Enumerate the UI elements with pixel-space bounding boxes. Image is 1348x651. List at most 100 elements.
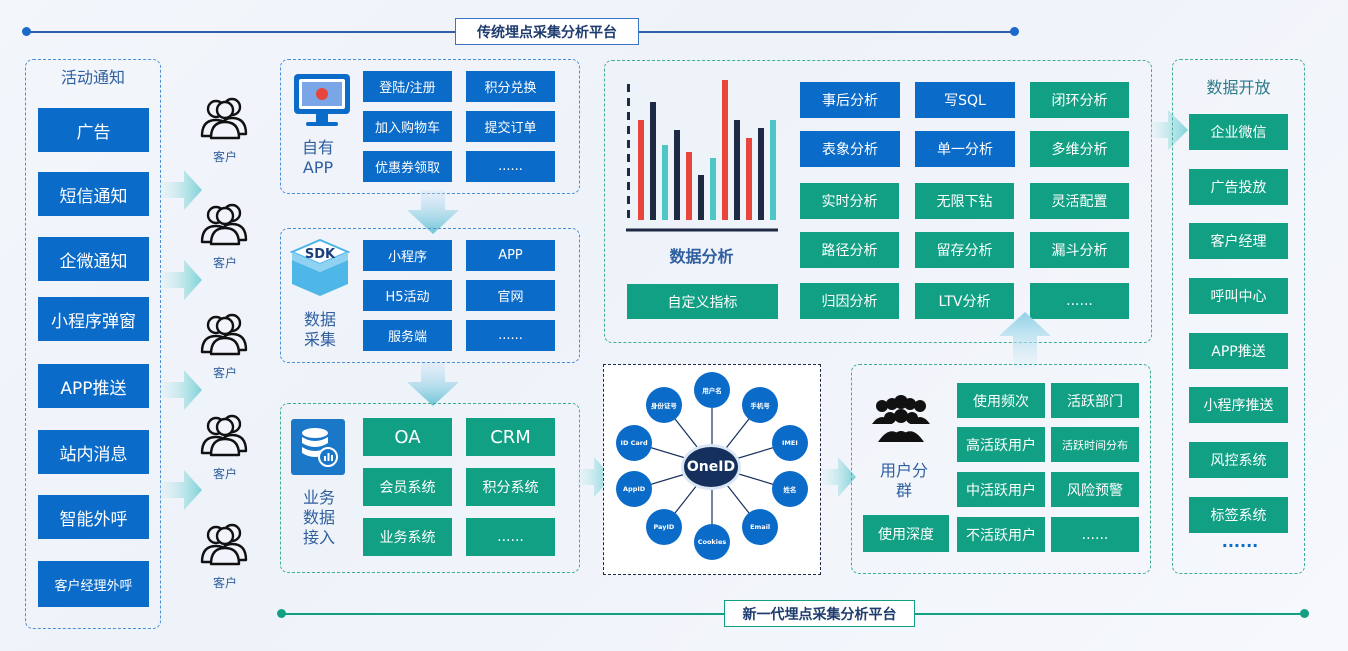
business-item: 积分系统 xyxy=(466,468,555,506)
own-app-label: 自有APP xyxy=(301,138,334,177)
activity-panel xyxy=(25,59,161,629)
chart-tick xyxy=(627,168,630,176)
customer: 客户 xyxy=(195,522,255,591)
oneid-node: Email xyxy=(742,509,779,546)
open-item: 风控系统 xyxy=(1189,442,1288,478)
activity-item: APP推送 xyxy=(38,364,149,408)
own-app-item: 登陆/注册 xyxy=(363,71,452,102)
down-arrow-2 xyxy=(407,362,459,406)
analysis-green-item: 灵活配置 xyxy=(1030,183,1129,219)
customer-label: 客户 xyxy=(212,366,237,380)
oneid-center: OneID xyxy=(681,444,741,490)
top-line-dot-left xyxy=(22,27,31,36)
chart-bar xyxy=(686,152,692,220)
analysis-blue-item: 写SQL xyxy=(915,82,1015,118)
data-collect-panel xyxy=(280,228,580,363)
segment-item: 中活跃用户 xyxy=(957,472,1045,507)
user-icon xyxy=(200,203,248,246)
own-app-item: 提交订单 xyxy=(466,111,555,142)
activity-item: 小程序弹窗 xyxy=(38,297,149,341)
oneid-node: 姓名 xyxy=(771,471,808,508)
open-more: ...... xyxy=(1221,532,1259,551)
user-icon xyxy=(200,414,248,457)
bottom-line-dot-left xyxy=(277,609,286,618)
analysis-green-item: LTV分析 xyxy=(915,283,1014,319)
business-item: ...... xyxy=(466,518,555,556)
analysis-green-item: 归因分析 xyxy=(800,283,899,319)
analysis-to-open-arrow xyxy=(1150,110,1188,150)
open-title: 数据开放 xyxy=(1206,78,1271,97)
segment-label: 用户分群 xyxy=(880,461,929,500)
customer: 客户 xyxy=(195,96,255,165)
segment-item: 活跃时间分布 xyxy=(1051,427,1139,462)
chart-tick xyxy=(627,154,630,162)
oneid-node: Cookies xyxy=(694,523,730,560)
oneid-to-segment-arrow xyxy=(822,457,856,497)
chart-tick xyxy=(627,196,630,204)
up-arrow xyxy=(999,312,1051,368)
open-item: 标签系统 xyxy=(1189,497,1288,533)
chart-bar xyxy=(770,120,776,220)
chart-bar xyxy=(710,158,716,220)
analysis-green-item: 路径分析 xyxy=(800,232,899,268)
chart-bar xyxy=(638,120,644,220)
activity-item: 短信通知 xyxy=(38,172,149,216)
open-item: 客户经理 xyxy=(1189,223,1288,259)
open-item: 小程序推送 xyxy=(1189,387,1288,423)
data-collect-item: 小程序 xyxy=(363,240,452,271)
user-group-icon xyxy=(872,395,930,442)
business-to-oneid-arrow xyxy=(578,457,612,497)
chart-tick xyxy=(627,140,630,148)
business-item: 业务系统 xyxy=(363,518,452,556)
chart-tick xyxy=(627,84,630,92)
bottom-line-dot-right xyxy=(1300,609,1309,618)
analysis-blue-item: 表象分析 xyxy=(800,131,900,167)
segment-item: 高活跃用户 xyxy=(957,427,1045,462)
bottom-title: 新一代埋点采集分析平台 xyxy=(724,600,915,627)
customer-label: 客户 xyxy=(212,467,237,481)
analysis-blue-item: 单一分析 xyxy=(915,131,1015,167)
activity-item: 企微通知 xyxy=(38,237,149,281)
customer-label: 客户 xyxy=(212,256,237,270)
custom-metric-box: 自定义指标 xyxy=(627,284,778,319)
data-collect-label: 数据采集 xyxy=(303,310,336,349)
segment-item: 不活跃用户 xyxy=(957,517,1045,552)
chart-bar xyxy=(734,120,740,220)
top-title: 传统埋点采集分析平台 xyxy=(455,18,639,45)
user-icon xyxy=(200,313,248,356)
business-label: 业务数据接入 xyxy=(302,488,335,547)
customer-label: 客户 xyxy=(212,576,237,590)
oneid-node: 身份证号 xyxy=(645,386,682,423)
own-app-item: 积分兑换 xyxy=(466,71,555,102)
database-icon xyxy=(291,419,345,475)
segment-item: 风险预警 xyxy=(1051,472,1139,507)
chart-tick xyxy=(627,98,630,106)
oneid-node: AppID xyxy=(616,471,653,508)
oneid-node: 用户名 xyxy=(694,372,730,409)
chart-bar xyxy=(698,175,704,220)
analysis-title: 数据分析 xyxy=(669,247,734,266)
business-item: CRM xyxy=(466,418,555,456)
monitor-icon xyxy=(294,74,350,126)
oneid-node: 手机号 xyxy=(742,386,779,423)
own-app-item: ...... xyxy=(466,151,555,182)
sdk-icon: SDK xyxy=(290,238,350,296)
analysis-green-item: 多维分析 xyxy=(1030,131,1129,167)
user-icon xyxy=(200,523,248,566)
data-collect-item: ...... xyxy=(466,320,555,351)
segment-item: ...... xyxy=(1051,517,1139,552)
usage-depth-box: 使用深度 xyxy=(863,515,949,552)
oneid-node: PayID xyxy=(645,509,682,546)
activity-item: 客户经理外呼 xyxy=(38,561,149,607)
analysis-green-item: 闭环分析 xyxy=(1030,82,1129,118)
data-collect-item: APP xyxy=(466,240,555,271)
chart-tick xyxy=(627,112,630,120)
segment-item: 活跃部门 xyxy=(1051,383,1139,418)
business-item: OA xyxy=(363,418,452,456)
chart-bar xyxy=(650,102,656,220)
svg-text:SDK: SDK xyxy=(305,247,336,262)
chart-bar xyxy=(662,145,668,220)
customer: 客户 xyxy=(195,413,255,482)
segment-panel xyxy=(851,364,1151,574)
analysis-blue-item: 事后分析 xyxy=(800,82,900,118)
